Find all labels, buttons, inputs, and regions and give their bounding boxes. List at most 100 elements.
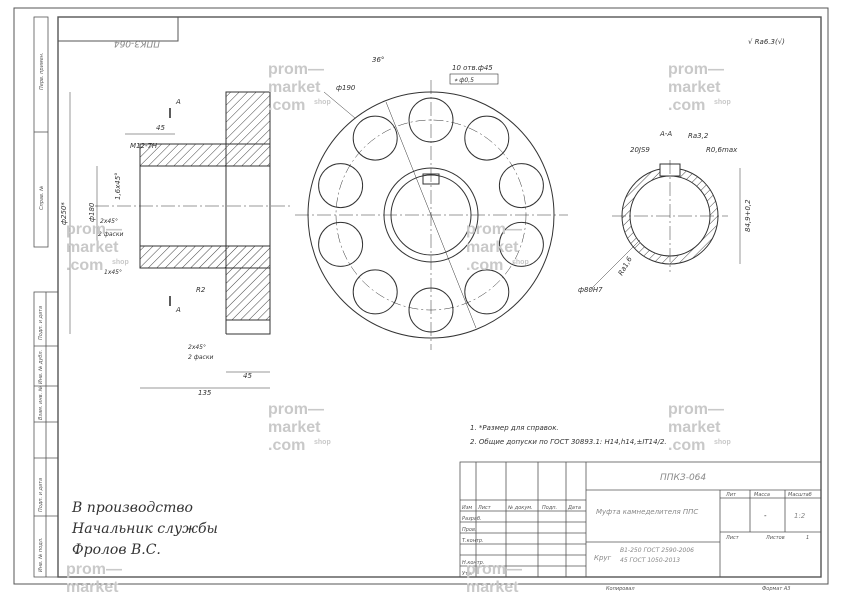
row-label-izm: Изм <box>462 505 472 511</box>
watermark-text: .com <box>668 97 705 114</box>
material-line-1: Круг <box>594 554 612 562</box>
handwritten-approval: В производство Начальник службы Фролов В… <box>71 500 218 558</box>
scale-value: 1:2 <box>794 512 806 520</box>
bolt-hole <box>408 97 454 143</box>
role-tkontr: Т.контр. <box>462 538 484 544</box>
technical-notes: 1. *Размер для справок. 2. Общие допуски… <box>470 424 667 446</box>
watermark-text: prom— <box>668 61 724 78</box>
dim-len-45-top: 45 <box>156 124 165 132</box>
side-label-inv-dubl: Инв. № дубл. <box>38 350 44 384</box>
bolt-hole <box>498 221 544 267</box>
side-label-sprav: Справ. № <box>39 186 45 210</box>
watermark-shop: shop <box>714 439 731 446</box>
bolt-hole <box>464 115 510 161</box>
dim-phi-190: ф190 <box>336 84 356 92</box>
dim-phi-250: ф250* <box>60 202 68 225</box>
section-a-top: А <box>175 98 181 106</box>
side-label-vzam: Взам. инв. № <box>38 386 44 420</box>
bolt-hole <box>408 287 454 333</box>
dim-chamfer-2x45-b: 2х45° <box>188 344 206 351</box>
side-view-dimensions: ф250* ф180 45 М12-7Н 1,6х45° 2х45° 2 фас… <box>60 98 252 397</box>
section-a-bottom: А <box>175 306 181 314</box>
side-label-podp2: Подп. и дата <box>38 478 44 512</box>
watermark-text: market <box>466 239 519 256</box>
row-label-dokum: № докум. <box>507 505 533 511</box>
bolt-hole <box>318 221 364 267</box>
side-label-perv: Перв. примен. <box>39 52 45 90</box>
watermark-text: .com <box>268 437 305 454</box>
watermark-shop: shop <box>512 259 529 266</box>
watermark-text: market <box>268 419 321 436</box>
side-label-podp1: Подп. и дата <box>38 306 44 340</box>
dim-ra-16: Ra1,6 <box>617 255 634 277</box>
watermark-text: .com <box>268 97 305 114</box>
drawing-frame <box>13 7 829 585</box>
role-utv: Утв. <box>462 571 473 577</box>
side-label-inv-podl: Инв. № подл. <box>38 538 44 573</box>
watermark-shop: shop <box>714 99 731 106</box>
dim-ra-32: Ra3,2 <box>688 132 709 140</box>
bolt-hole <box>352 115 398 161</box>
title-block-text: ППКЗ-064 Муфта камнеделителя ППС Круг В1… <box>462 473 812 592</box>
note-2: 2. Общие допуски по ГОСТ 30893.1: H14,h1… <box>470 438 667 446</box>
designation: ППКЗ-064 <box>660 473 706 483</box>
watermark-text: prom— <box>668 401 724 418</box>
sheets-label: Листов <box>765 535 785 541</box>
section-aa-title: А-А <box>659 130 672 138</box>
mass-value: - <box>764 512 767 520</box>
bolt-holes <box>318 97 544 333</box>
title-text: Муфта камнеделителя ППС <box>596 508 698 516</box>
dim-chamfer-2x45-a: 2х45° <box>100 218 118 225</box>
watermark-text: market <box>66 239 119 256</box>
watermark-text: prom— <box>66 561 122 578</box>
material-line-3: 45 ГОСТ 1050-2013 <box>620 557 680 564</box>
watermark-text: market <box>466 579 519 595</box>
bolt-hole <box>318 163 364 209</box>
watermark-text: market <box>668 419 721 436</box>
watermark-shop: shop <box>314 439 331 446</box>
watermark-stamp: prom—market.com shop <box>268 401 331 454</box>
watermark-stamp: prom—market.com shop <box>668 401 731 454</box>
copy-label: Копировал <box>606 586 635 592</box>
watermark-text: .com <box>668 437 705 454</box>
lit-label: Лит <box>725 492 737 498</box>
dim-chamfer-2-faces-b: 2 фаски <box>188 354 213 361</box>
title-block <box>459 461 822 578</box>
dim-phi-180: ф180 <box>88 202 96 222</box>
dim-hole-tol: ⌖ ф0,5 <box>454 77 474 84</box>
watermark-text: market <box>668 79 721 96</box>
bolt-hole <box>498 163 544 209</box>
watermark-stamp: prom—market.com shop <box>668 61 731 114</box>
note-1: 1. *Размер для справок. <box>470 424 559 432</box>
watermark-text: market <box>66 579 119 595</box>
front-view-dimensions: 36° ф190 10 отв.ф45 ⌖ ф0,5 <box>336 56 499 92</box>
watermark-text: prom— <box>268 61 324 78</box>
bolt-hole <box>352 269 398 315</box>
watermark-text: prom— <box>66 221 122 238</box>
mass-label: Масса <box>754 492 770 498</box>
role-nkontr: Н.контр. <box>462 560 484 566</box>
watermark-text: prom— <box>268 401 324 418</box>
role-prov: Пров. <box>462 527 477 533</box>
watermark-text: prom— <box>466 221 522 238</box>
dim-thread: М12-7Н <box>130 142 158 150</box>
material-line-2: В1-250 ГОСТ 2590-2006 <box>620 547 694 554</box>
dim-chamfer-1x45: 1х45° <box>104 269 122 276</box>
role-razrab: Разраб. <box>462 516 482 522</box>
dim-holes: 10 отв.ф45 <box>452 64 493 72</box>
watermark-text: .com <box>66 257 103 274</box>
bolt-hole <box>464 269 510 315</box>
dim-phi-80: ф80Н7 <box>578 286 603 294</box>
dim-keyway: 20JS9 <box>630 146 650 154</box>
format-label: Формат А3 <box>762 586 790 592</box>
scale-label: Масштаб <box>788 492 812 498</box>
row-label-data: Дата <box>567 505 581 511</box>
designation-mirrored: ППКЗ-064 <box>114 38 160 48</box>
row-label-podp: Подп. <box>542 505 557 511</box>
dim-len-135: 135 <box>198 389 212 397</box>
